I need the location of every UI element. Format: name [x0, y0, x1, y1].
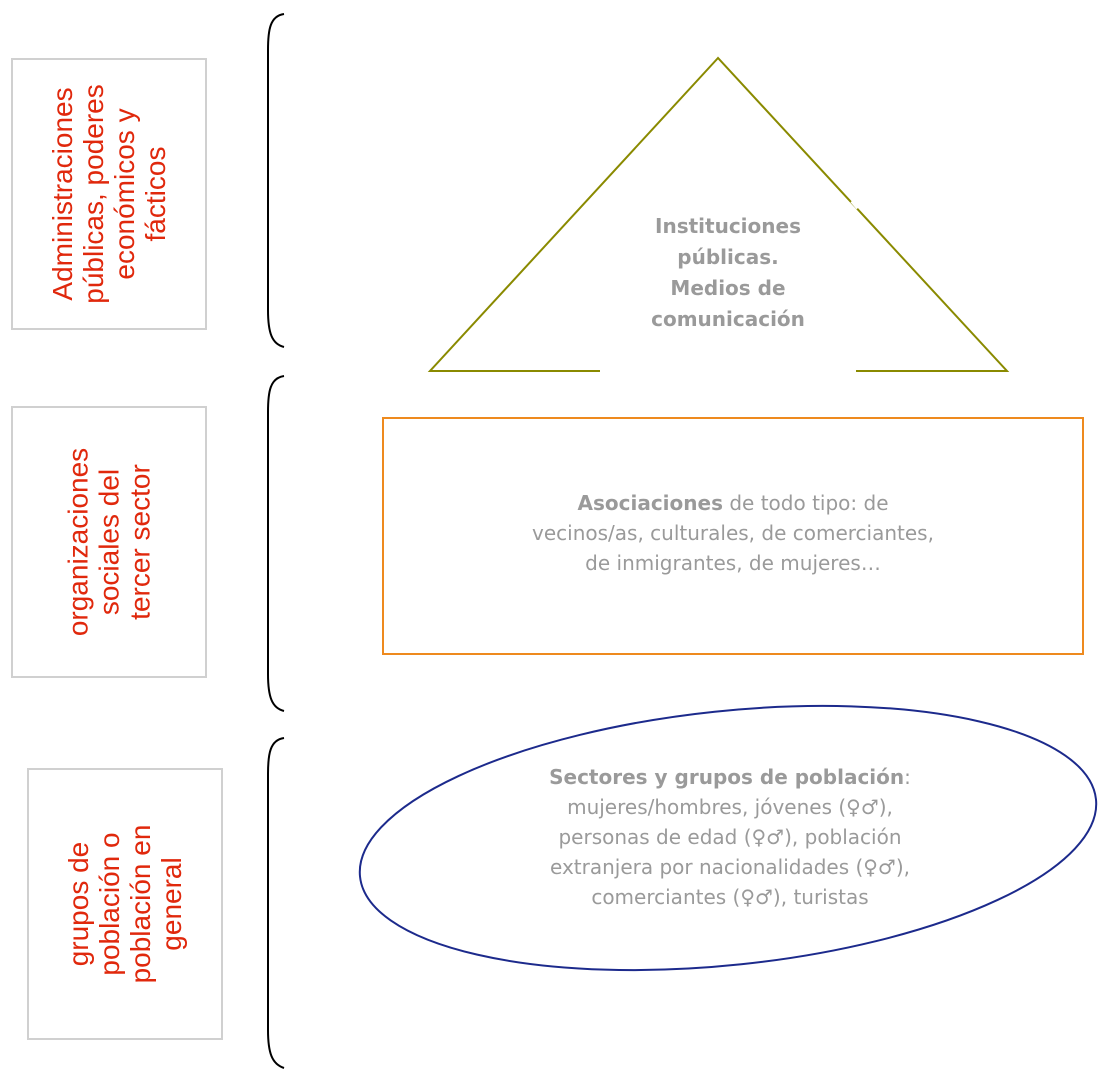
brace-top [267, 13, 285, 348]
ellipse-text-line-5: comerciantes (♀♂), turistas [591, 885, 869, 909]
triangle-text: Instituciones públicas. Medios de comuni… [598, 211, 858, 335]
triangle-text-line-2: públicas. [677, 245, 779, 269]
rectangle-text-line-3: de inmigrantes, de mujeres… [585, 551, 881, 575]
rectangle-text-line-1: Asociaciones de todo tipo: de [400, 488, 1066, 518]
label-box-middle: organizaciones sociales del tercer secto… [11, 406, 207, 678]
triangle-text-line-1: Instituciones [655, 214, 801, 238]
ellipse-text: Sectores y grupos de población: mujeres/… [470, 762, 990, 912]
ellipse-text-bold: Sectores y grupos de población [549, 765, 905, 789]
label-bottom: grupos de población o población en gener… [63, 825, 187, 984]
brace-bottom [267, 737, 285, 1069]
ellipse-text-line-1: Sectores y grupos de población: [470, 762, 990, 792]
label-top-line-1: Administraciones [47, 87, 78, 301]
triangle-text-line-4: comunicación [651, 307, 805, 331]
label-top-line-2: públicas, poderes [78, 84, 109, 304]
brace-middle [267, 375, 285, 712]
ellipse-text-line-2: mujeres/hombres, jóvenes (♀♂), [567, 795, 893, 819]
rectangle-text: Asociaciones de todo tipo: de vecinos/as… [400, 488, 1066, 578]
label-bottom-line-4: general [156, 857, 187, 951]
triangle-text-line-3: Medios de [670, 276, 786, 300]
label-middle-line-2: sociales del [93, 468, 125, 616]
ellipse-text-line-1-rest: : [904, 765, 911, 789]
label-box-top: Administraciones públicas, poderes econó… [11, 58, 207, 330]
ellipse-shape [358, 704, 1098, 972]
rectangle-shape [382, 417, 1084, 655]
rectangle-text-bold: Asociaciones [577, 491, 723, 515]
label-box-bottom: grupos de población o población en gener… [27, 768, 223, 1040]
label-bottom-line-2: población o [94, 832, 125, 976]
label-middle-line-3: tercer sector [124, 464, 156, 620]
label-top: Administraciones públicas, poderes econó… [47, 84, 171, 303]
label-bottom-line-3: población en [125, 824, 156, 984]
rectangle-text-line-2: vecinos/as, culturales, de comerciantes, [532, 521, 934, 545]
label-bottom-line-1: grupos de [63, 841, 94, 967]
ellipse-text-line-4: extranjera por nacionalidades (♀♂), [549, 855, 911, 879]
label-middle-line-1: organizaciones [62, 447, 94, 637]
label-middle: organizaciones sociales del tercer secto… [63, 448, 156, 636]
rectangle-text-line-1-rest: de todo tipo: de [722, 491, 889, 515]
ellipse-text-line-3: personas de edad (♀♂), población [558, 825, 902, 849]
triangle-gap-right [850, 199, 860, 210]
label-top-line-3: económicos y [109, 108, 140, 280]
label-top-line-4: fácticos [140, 146, 171, 242]
